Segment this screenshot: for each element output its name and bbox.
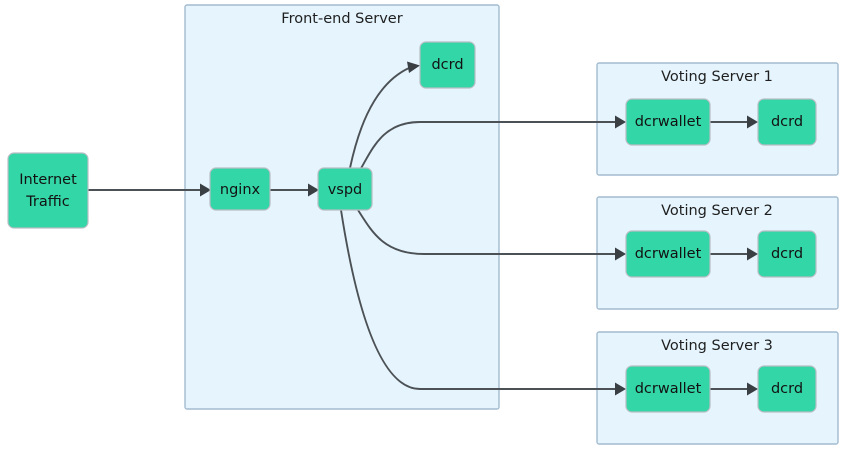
edge-vspd-to-fe-dcrd-arrowhead	[407, 61, 420, 73]
cluster-voting-server-2-box	[596, 196, 839, 310]
cluster-voting-server-3-title: Voting Server 3	[661, 338, 773, 354]
node-internet-traffic-label-line2: Traffic	[25, 194, 70, 210]
node-vs3-dcrwallet-label: dcrwallet	[635, 381, 702, 397]
node-vs3-dcrwallet[interactable]: dcrwallet	[625, 365, 711, 413]
node-frontend-dcrd[interactable]: dcrd	[419, 41, 476, 89]
edge-vs1-wallet-to-dcrd	[710, 115, 758, 129]
edge-vspd-to-vs3-dcrwallet-arrowhead	[615, 382, 626, 396]
edge-nginx-to-vspd	[270, 183, 319, 197]
node-vs2-dcrwallet[interactable]: dcrwallet	[625, 230, 711, 278]
cluster-front-end-server-title: Front-end Server	[281, 11, 402, 27]
node-vs1-dcrd[interactable]: dcrd	[757, 98, 817, 146]
node-internet-traffic-label-line1: Internet	[19, 172, 77, 188]
node-vs3-dcrd-label: dcrd	[771, 381, 803, 397]
node-vs1-dcrwallet[interactable]: dcrwallet	[625, 98, 711, 146]
edge-nginx-to-vspd-arrowhead	[308, 183, 319, 197]
node-nginx-box[interactable]	[209, 167, 271, 211]
node-frontend-dcrd-box[interactable]	[419, 41, 476, 89]
node-vs2-dcrd-box[interactable]	[757, 230, 817, 278]
node-vs2-dcrwallet-label: dcrwallet	[635, 246, 702, 262]
node-vs1-dcrwallet-label: dcrwallet	[635, 114, 702, 130]
edge-vspd-to-vs1-dcrwallet-arrowhead	[615, 115, 626, 129]
edge-vs2-wallet-to-dcrd-arrowhead	[747, 247, 758, 261]
node-frontend-dcrd-label: dcrd	[431, 57, 463, 73]
node-vs2-dcrd-label: dcrd	[771, 246, 803, 262]
edge-vspd-to-vs2-dcrwallet-arrowhead	[615, 247, 626, 261]
node-vspd[interactable]: vspd	[317, 167, 373, 211]
edge-vs2-wallet-to-dcrd	[710, 247, 758, 261]
node-vs1-dcrwallet-box[interactable]	[625, 98, 711, 146]
cluster-voting-server-1-box	[596, 62, 839, 176]
edge-internet-to-nginx	[88, 183, 211, 197]
node-nginx-label: nginx	[220, 182, 261, 198]
edge-vspd-to-vs3-dcrwallet	[340, 209, 626, 396]
edge-vspd-to-vs2-dcrwallet-line	[357, 209, 615, 255]
cluster-voting-server-3: Voting Server 3	[596, 331, 839, 445]
node-vs3-dcrd[interactable]: dcrd	[757, 365, 817, 413]
node-internet-traffic[interactable]: Internet Traffic	[7, 152, 89, 229]
node-vs2-dcrwallet-box[interactable]	[625, 230, 711, 278]
node-vs1-dcrd-label: dcrd	[771, 114, 803, 130]
edge-vs3-wallet-to-dcrd-arrowhead	[747, 382, 758, 396]
cluster-voting-server-1-title: Voting Server 1	[661, 69, 773, 85]
edge-vs3-wallet-to-dcrd	[710, 382, 758, 396]
node-nginx[interactable]: nginx	[209, 167, 271, 211]
edge-vspd-to-fe-dcrd	[349, 61, 420, 169]
edge-vspd-to-vs3-dcrwallet-line	[340, 209, 615, 390]
edge-vspd-to-vs1-dcrwallet	[359, 115, 626, 171]
cluster-voting-server-2-title: Voting Server 2	[661, 203, 773, 219]
edge-vspd-to-vs2-dcrwallet	[357, 209, 626, 261]
node-vspd-box[interactable]	[317, 167, 373, 211]
edge-vspd-to-vs1-dcrwallet-line	[359, 121, 615, 171]
cluster-voting-server-1: Voting Server 1	[596, 62, 839, 176]
edge-internet-to-nginx-arrowhead	[200, 183, 211, 197]
cluster-voting-server-2: Voting Server 2	[596, 196, 839, 310]
cluster-voting-server-3-box	[596, 331, 839, 445]
node-vspd-label: vspd	[328, 182, 363, 198]
node-vs1-dcrd-box[interactable]	[757, 98, 817, 146]
edge-vs1-wallet-to-dcrd-arrowhead	[747, 115, 758, 129]
node-vs3-dcrwallet-box[interactable]	[625, 365, 711, 413]
node-vs2-dcrd[interactable]: dcrd	[757, 230, 817, 278]
node-internet-traffic-box[interactable]	[7, 152, 89, 229]
node-vs3-dcrd-box[interactable]	[757, 365, 817, 413]
edge-vspd-to-fe-dcrd-line	[349, 67, 410, 169]
